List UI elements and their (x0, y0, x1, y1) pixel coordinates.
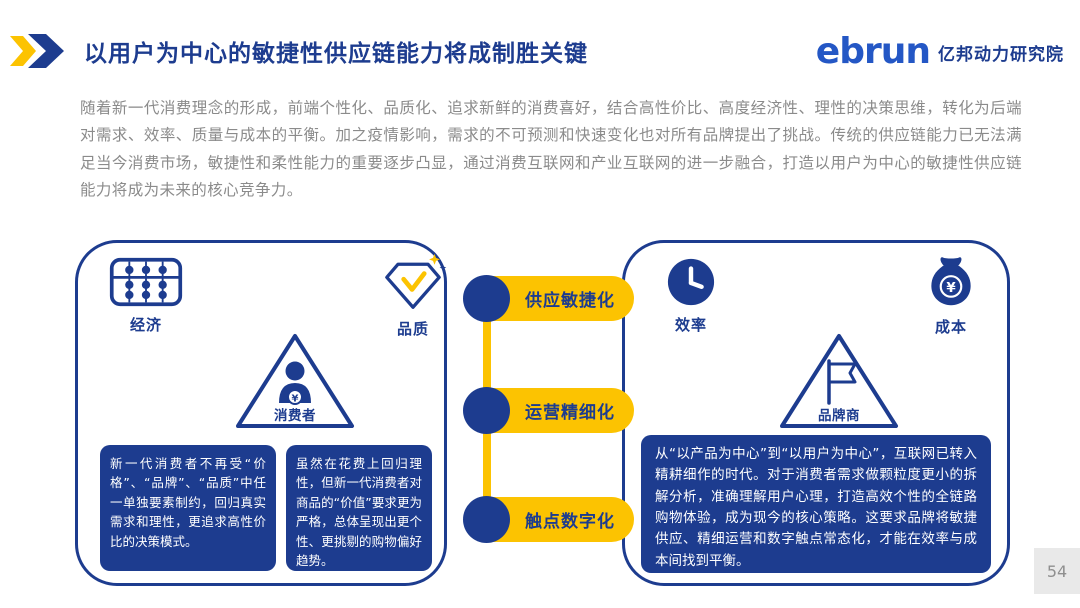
metric-efficiency: 效率 (641, 257, 741, 335)
diamond-check-icon (385, 253, 447, 309)
cost-label: 成本 (934, 318, 967, 336)
metric-cost: ¥ 成本 (901, 255, 1001, 337)
ebrun-wordmark: ebrun (815, 31, 931, 72)
consumer-panel: 经济 品质 ¥ 消费者 新一代消费者不再受“价格”、“品牌”、“品质”中任一单独… (75, 240, 447, 586)
brand-triangle: 品牌商 (777, 331, 901, 431)
logo-suffix-text: 亿邦动力研究院 (938, 44, 1064, 65)
svg-text:¥: ¥ (946, 281, 956, 296)
svg-text:¥: ¥ (292, 394, 299, 405)
connector-dot (463, 275, 510, 322)
page-number: 54 (1034, 548, 1080, 594)
money-bag-icon: ¥ (931, 257, 971, 306)
economy-label: 经济 (129, 316, 162, 334)
metric-quality: 品质 (358, 253, 468, 339)
connector-pill-supply-agility: 供应敏捷化 (463, 275, 634, 322)
brand-panel: 效率 ¥ 成本 品牌商 从“以产品为中心”到“以用户为中心”，互联网已转入精耕细… (622, 240, 1010, 586)
efficiency-label: 效率 (674, 316, 707, 334)
page-title: 以用户为中心的敏捷性供应链能力将成制胜关键 (84, 41, 588, 67)
pill-label: 触点数字化 (525, 512, 615, 532)
intro-paragraph: 随着新一代消费理念的形成，前端个性化、品质化、追求新鲜的消费喜好，结合高性价比、… (80, 99, 1022, 199)
quality-label: 品质 (396, 320, 429, 338)
metric-economy: 经济 (86, 257, 206, 335)
brand-label: 品牌商 (818, 408, 860, 424)
connector-pill-digital-touchpoint: 触点数字化 (463, 496, 634, 543)
consumer-person-icon: ¥ (236, 334, 354, 428)
consumer-note-1: 新一代消费者不再受“价格”、“品牌”、“品质”中任一单独要素制约，回归真实需求和… (100, 445, 276, 571)
connector-dot (463, 387, 510, 434)
abacus-icon (109, 257, 183, 307)
connector-dot (463, 496, 510, 543)
ebrun-logo: ebrun 亿邦动力研究院 (816, 34, 1064, 70)
consumer-note-2: 虽然在花费上回归理性，但新一代消费者对商品的“价值”要求更为严格，总体呈现出更个… (286, 445, 432, 571)
brand-note: 从“以产品为中心”到“以用户为中心”，互联网已转入精耕细作的时代。对于消费者需求… (641, 435, 991, 573)
clock-icon (667, 258, 715, 306)
forward-chevrons-icon (10, 34, 64, 68)
pill-label: 运营精细化 (525, 403, 615, 423)
consumer-label: 消费者 (274, 408, 316, 424)
brand-flag-icon (780, 334, 898, 428)
pill-label: 供应敏捷化 (525, 291, 615, 311)
connector-pill-refined-operation: 运营精细化 (463, 387, 634, 434)
consumer-triangle: ¥ 消费者 (233, 331, 357, 431)
